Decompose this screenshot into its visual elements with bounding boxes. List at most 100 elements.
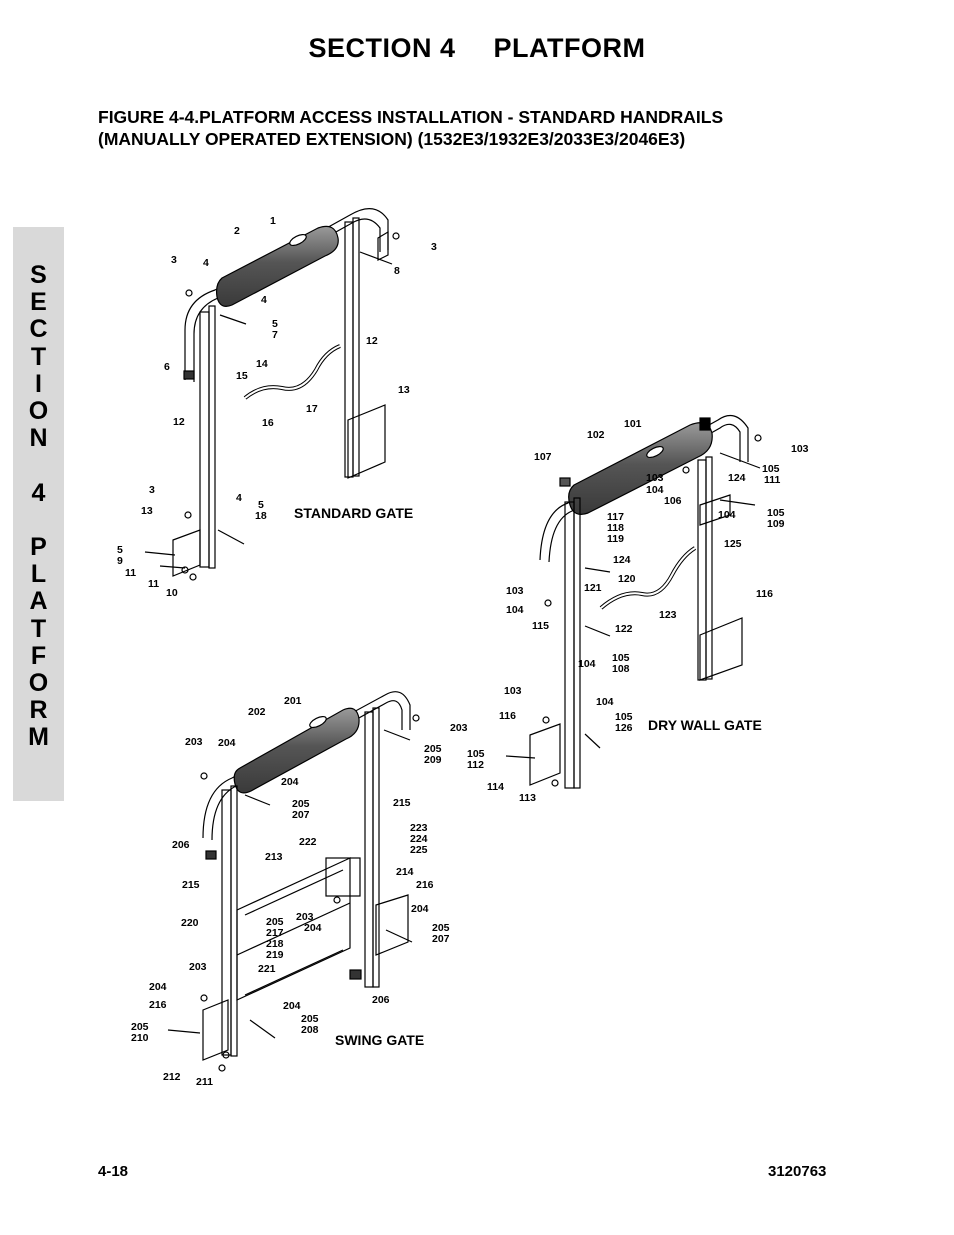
callout-number: 104 xyxy=(646,484,664,496)
callout-number: 105 xyxy=(612,652,630,664)
callout-number: 205 xyxy=(266,916,284,928)
callout-number: 5 xyxy=(258,499,264,511)
callout-number: 114 xyxy=(487,781,504,793)
callout-number: 105 xyxy=(767,507,785,519)
callout-number: 215 xyxy=(182,879,200,891)
callout-number: 104 xyxy=(596,696,614,708)
callout-number: 215 xyxy=(393,797,411,809)
callout-number: 118 xyxy=(607,522,624,534)
callout-number: 116 xyxy=(499,710,516,722)
swing-gate-label: SWING GATE xyxy=(335,1032,424,1048)
callout-number: 12 xyxy=(366,335,378,347)
callout-number: 5 xyxy=(117,544,123,556)
callout-number: 113 xyxy=(519,792,536,804)
document-number: 3120763 xyxy=(768,1163,827,1180)
callout-number: 208 xyxy=(301,1024,319,1036)
callout-number: 205 xyxy=(432,922,450,934)
callout-number: 109 xyxy=(767,518,785,530)
callout-number: 17 xyxy=(306,403,318,415)
callout-number: 119 xyxy=(607,533,624,545)
callout-number: 10 xyxy=(166,587,178,599)
callout-number: 221 xyxy=(258,963,276,975)
callout-number: 9 xyxy=(117,555,123,567)
figure-title: FIGURE 4-4.PLATFORM ACCESS INSTALLATION … xyxy=(98,106,723,150)
side-tab-letter: 4 xyxy=(31,478,46,507)
callout-number: 1 xyxy=(270,215,276,227)
callout-number: 16 xyxy=(262,417,274,429)
side-tab-letter: O xyxy=(28,397,49,425)
callout-number: 209 xyxy=(424,754,442,766)
callout-number: 207 xyxy=(432,933,450,945)
callout-number: 126 xyxy=(615,722,633,734)
callout-number: 214 xyxy=(396,866,414,878)
callout-number: 224 xyxy=(410,833,428,845)
callout-number: 204 xyxy=(283,1000,301,1012)
callout-number: 213 xyxy=(265,851,283,863)
callout-number: 5 xyxy=(272,318,278,330)
callout-number: 8 xyxy=(394,265,400,277)
callout-number: 101 xyxy=(624,418,642,430)
callout-number: 120 xyxy=(618,573,636,585)
callout-number: 11 xyxy=(125,567,136,579)
callout-number: 15 xyxy=(236,370,248,382)
side-tab-letter: O xyxy=(28,669,49,697)
side-tab-letter: T xyxy=(30,342,47,371)
page-number: 4-18 xyxy=(98,1163,129,1180)
callout-number: 12 xyxy=(173,416,185,428)
callout-number: 222 xyxy=(299,836,317,848)
callout-number: 4 xyxy=(261,294,267,306)
callout-number: 106 xyxy=(664,495,682,507)
callout-number: 18 xyxy=(255,510,267,522)
callout-number: 13 xyxy=(398,384,410,396)
callout-number: 210 xyxy=(131,1032,149,1044)
callout-number: 203 xyxy=(189,961,207,973)
side-tab-letter: P xyxy=(30,533,47,561)
section-name: PLATFORM xyxy=(493,33,646,63)
callout-number: 123 xyxy=(659,609,677,621)
callout-number: 124 xyxy=(613,554,631,566)
callout-number: 204 xyxy=(411,903,429,915)
standard-gate-drawing xyxy=(144,208,400,581)
side-tab-letter: I xyxy=(35,369,42,398)
side-tab-letter: N xyxy=(29,424,48,453)
callout-number: 207 xyxy=(292,809,310,821)
callout-number: 2 xyxy=(234,225,240,237)
callout-number: 204 xyxy=(281,776,299,788)
callout-number: 203 xyxy=(450,722,468,734)
callout-number: 204 xyxy=(304,922,322,934)
callout-number: 225 xyxy=(410,844,428,856)
callout-number: 103 xyxy=(791,443,809,455)
dry-wall-gate-label: DRY WALL GATE xyxy=(648,717,762,733)
swing-gate-drawing xyxy=(167,691,420,1072)
callout-number: 112 xyxy=(467,759,484,771)
callout-number: 212 xyxy=(163,1071,181,1083)
callout-number: 204 xyxy=(149,981,167,993)
side-tab-letter: T xyxy=(30,614,47,643)
callout-number: 104 xyxy=(506,604,524,616)
side-tab-letter: L xyxy=(30,560,47,589)
callout-number: 205 xyxy=(301,1013,319,1025)
callout-number: 203 xyxy=(296,911,314,923)
callout-number: 218 xyxy=(266,938,284,950)
section-number: SECTION 4 xyxy=(308,33,456,63)
callout-number: 211 xyxy=(196,1076,213,1088)
figure-title-line-1: FIGURE 4-4.PLATFORM ACCESS INSTALLATION … xyxy=(98,107,724,127)
callout-number: 117 xyxy=(607,511,624,523)
callout-number: 3 xyxy=(171,254,177,266)
callout-number: 14 xyxy=(256,358,268,370)
callout-number: 13 xyxy=(141,505,153,517)
callout-number: 103 xyxy=(506,585,524,597)
side-tab-letter: M xyxy=(28,723,49,752)
figure-title-line-2: (MANUALLY OPERATED EXTENSION) (1532E3/19… xyxy=(98,129,686,149)
callout-number: 202 xyxy=(248,706,266,718)
side-tab-letter: S xyxy=(30,261,47,289)
section-title: SECTION 4 PLATFORM xyxy=(0,33,954,64)
dry-wall-gate-drawing xyxy=(505,414,762,789)
callout-number: 103 xyxy=(504,685,522,697)
callout-number: 206 xyxy=(372,994,390,1006)
callout-number: 7 xyxy=(272,329,278,341)
standard-gate-label: STANDARD GATE xyxy=(294,505,413,521)
